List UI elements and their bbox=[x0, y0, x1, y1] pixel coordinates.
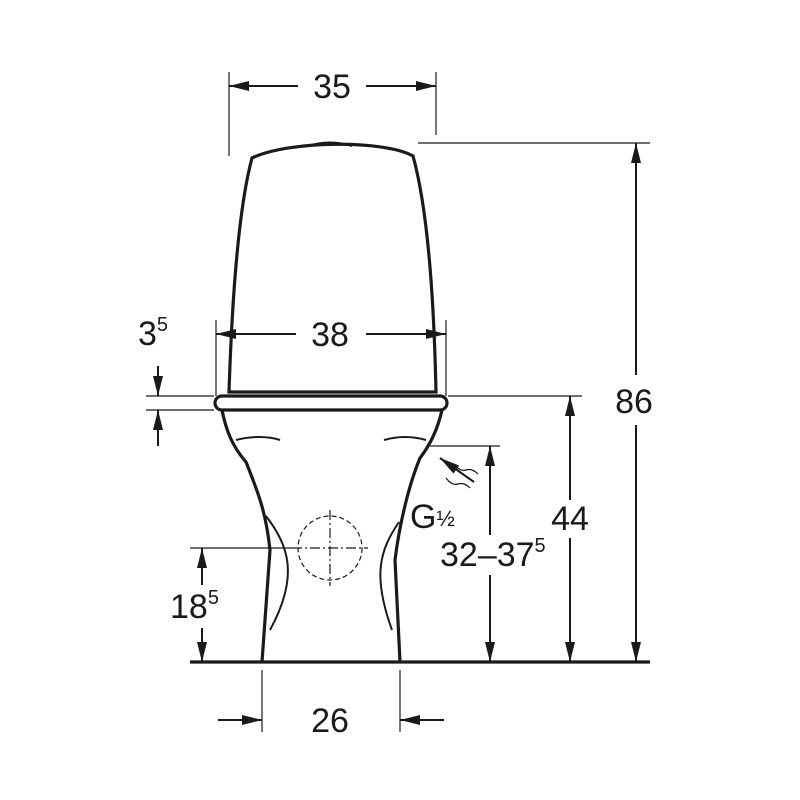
seat bbox=[213, 394, 449, 412]
cistern-outline bbox=[227, 142, 438, 394]
dim-base-width: 26 bbox=[311, 702, 349, 740]
bowl-outline bbox=[220, 409, 272, 663]
rim-slot-right bbox=[383, 436, 427, 441]
pedestal-inner-left bbox=[265, 515, 289, 631]
rim-slot-left bbox=[235, 436, 281, 441]
dim-seat-thickness: 35 bbox=[138, 314, 168, 353]
bowl-outline-right bbox=[393, 409, 444, 663]
dim-total-height: 86 bbox=[615, 383, 653, 421]
dim-inlet-range: 32–375 bbox=[440, 535, 546, 574]
dim-tank-width: 38 bbox=[311, 316, 349, 354]
water-inlet-arrow-icon bbox=[439, 457, 479, 489]
pedestal-inner-right bbox=[379, 521, 400, 631]
dim-outlet-height: 185 bbox=[170, 587, 219, 626]
lid-cap bbox=[307, 141, 353, 147]
connection-label: G½ bbox=[410, 498, 455, 536]
dim-top-width: 35 bbox=[313, 68, 351, 106]
dim-seat-height: 44 bbox=[551, 500, 589, 538]
